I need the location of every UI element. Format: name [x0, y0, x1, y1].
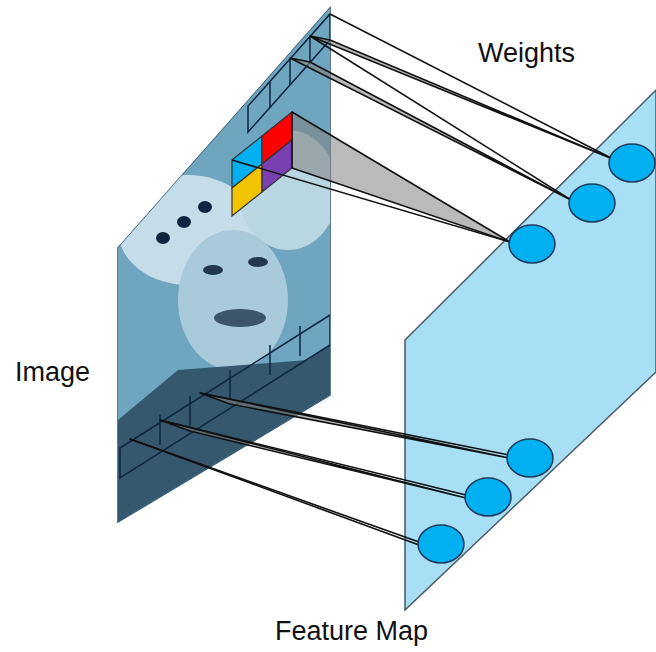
plane-label: Feature Map — [275, 616, 428, 646]
image-plane: Image — [8, 0, 338, 530]
plane-shape — [268, 80, 656, 652]
photo — [108, 0, 348, 530]
weight-line — [330, 14, 615, 160]
plane-label: Image — [15, 357, 90, 387]
ellipsis-dot — [177, 216, 191, 228]
ellipsis-dot — [198, 201, 212, 213]
plane-shape — [8, 0, 338, 530]
kernel-cell — [232, 164, 262, 216]
plane-outline — [405, 90, 656, 610]
receptive-field — [310, 36, 615, 160]
feature-map-plane: Feature Map — [268, 80, 656, 652]
ellipsis-dot — [156, 232, 170, 244]
weights-label: Weights — [478, 38, 575, 68]
receptive-field — [290, 58, 571, 200]
kernel-cell — [262, 140, 292, 192]
